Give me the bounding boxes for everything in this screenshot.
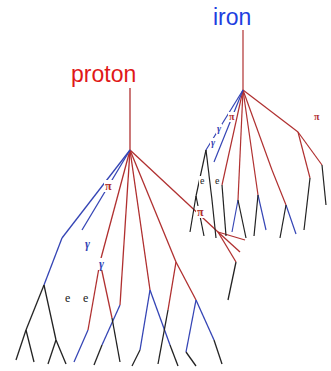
pion-symbol: π [104,180,113,192]
gamma-tracks [44,150,214,362]
electron-symbol: e [64,292,71,304]
particle-title: proton [70,63,137,86]
electron-tracks [190,150,326,238]
pion-tracks [88,88,245,330]
pion-symbol: π [228,112,235,122]
gamma-symbol: γ [98,258,105,270]
gamma-symbol: γ [216,124,222,134]
pion-symbol: π [196,206,205,218]
electron-symbol: e [214,176,220,186]
electron-symbol: e [82,292,89,304]
gamma-symbol: γ [210,138,216,148]
electron-tracks [16,262,236,366]
gamma-symbol: γ [84,238,91,250]
particle-title: iron [212,6,252,29]
gamma-tracks [206,90,296,234]
electron-symbol: e [199,176,205,186]
pion-symbol: π [313,112,320,122]
pion-tracks [222,30,322,205]
